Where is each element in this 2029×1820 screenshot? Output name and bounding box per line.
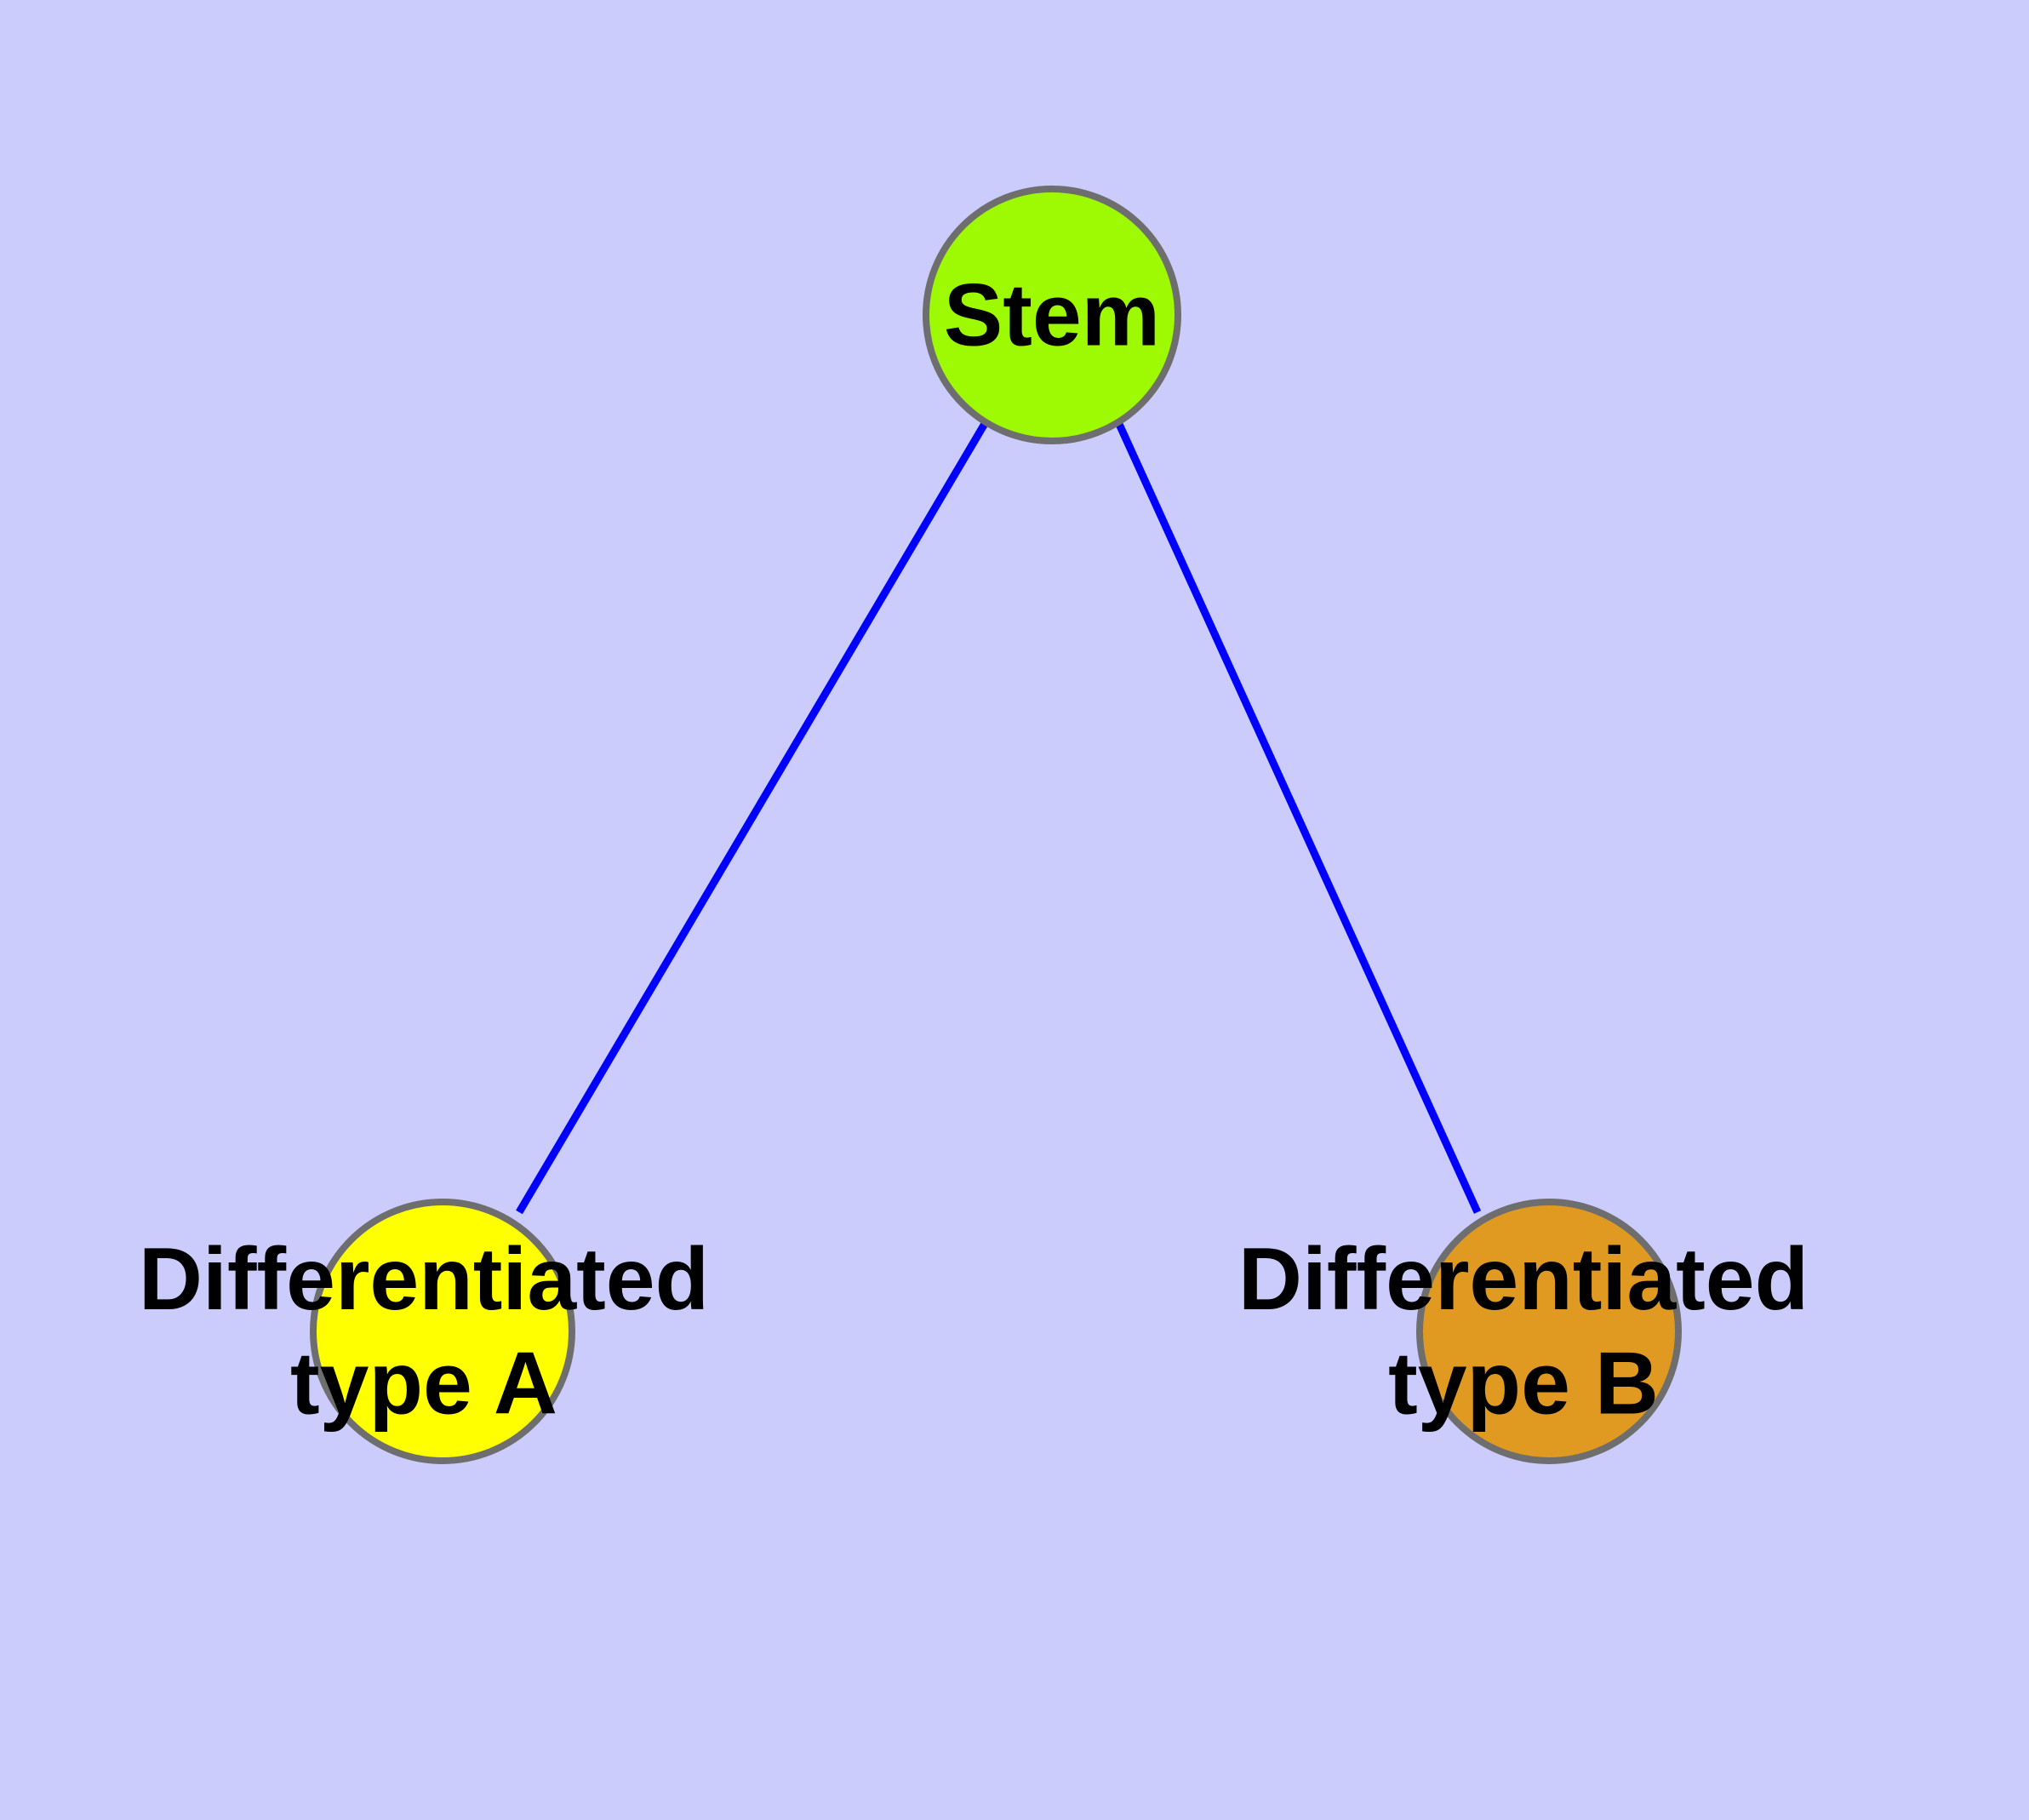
node-stem-label: Stem bbox=[944, 266, 1160, 364]
node-label-line: Differentiated bbox=[1238, 1230, 1809, 1329]
node-differentiated-type-b-circle[interactable] bbox=[1416, 1199, 1682, 1464]
node-label-line: Stem bbox=[944, 266, 1160, 364]
node-stem-circle[interactable] bbox=[923, 186, 1181, 444]
node-differentiated-type-b[interactable] bbox=[1416, 1199, 1682, 1464]
nodes-layer bbox=[310, 186, 1682, 1464]
node-differentiated-type-a-circle[interactable] bbox=[310, 1199, 575, 1464]
node-differentiated-type-a[interactable] bbox=[310, 1199, 575, 1464]
edge-stem-to-differentiated-type-b bbox=[1114, 421, 1482, 1214]
node-stem[interactable] bbox=[923, 186, 1181, 444]
edge-stem-to-differentiated-type-a bbox=[516, 420, 989, 1215]
edges-layer bbox=[516, 420, 1482, 1215]
node-label-line: type A bbox=[290, 1335, 557, 1434]
node-label-line: Differentiated bbox=[139, 1230, 709, 1329]
node-label-line: type B bbox=[1388, 1335, 1659, 1434]
